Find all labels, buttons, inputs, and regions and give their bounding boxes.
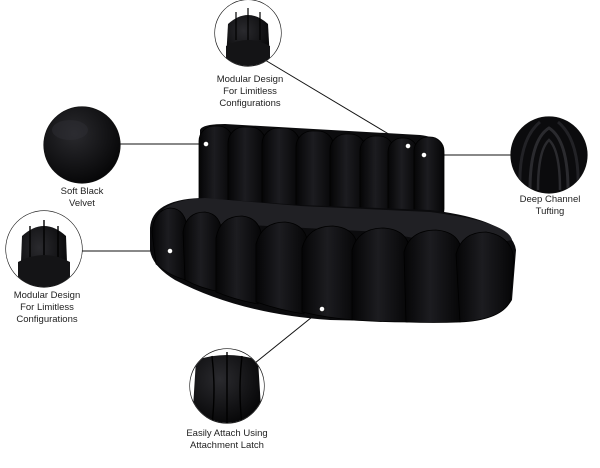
dot-velvet (203, 141, 209, 147)
dot-tufting (421, 152, 427, 158)
line-top (264, 59, 408, 146)
dot-top (405, 143, 411, 149)
callout-tufting-circle (510, 116, 588, 194)
label-modular-top: Modular Design For Limitless Configurati… (216, 74, 284, 109)
callout-latch-circle (189, 348, 265, 424)
callout-left-circle (5, 210, 83, 288)
label-deep-channel-tufting: Deep Channel Tufting (519, 194, 581, 217)
label-soft-black-velvet: Soft Black Velvet (60, 186, 104, 209)
label-attachment-latch: Easily Attach Using Attachment Latch (186, 428, 268, 451)
label-modular-left: Modular Design For Limitless Configurati… (13, 290, 81, 325)
sofa (150, 124, 516, 323)
front-channels (151, 207, 515, 323)
dot-latch (319, 306, 325, 312)
callout-dots (167, 141, 427, 312)
callout-velvet-circle (43, 106, 121, 184)
callout-top-circle (214, 0, 282, 67)
dot-left (167, 248, 173, 254)
